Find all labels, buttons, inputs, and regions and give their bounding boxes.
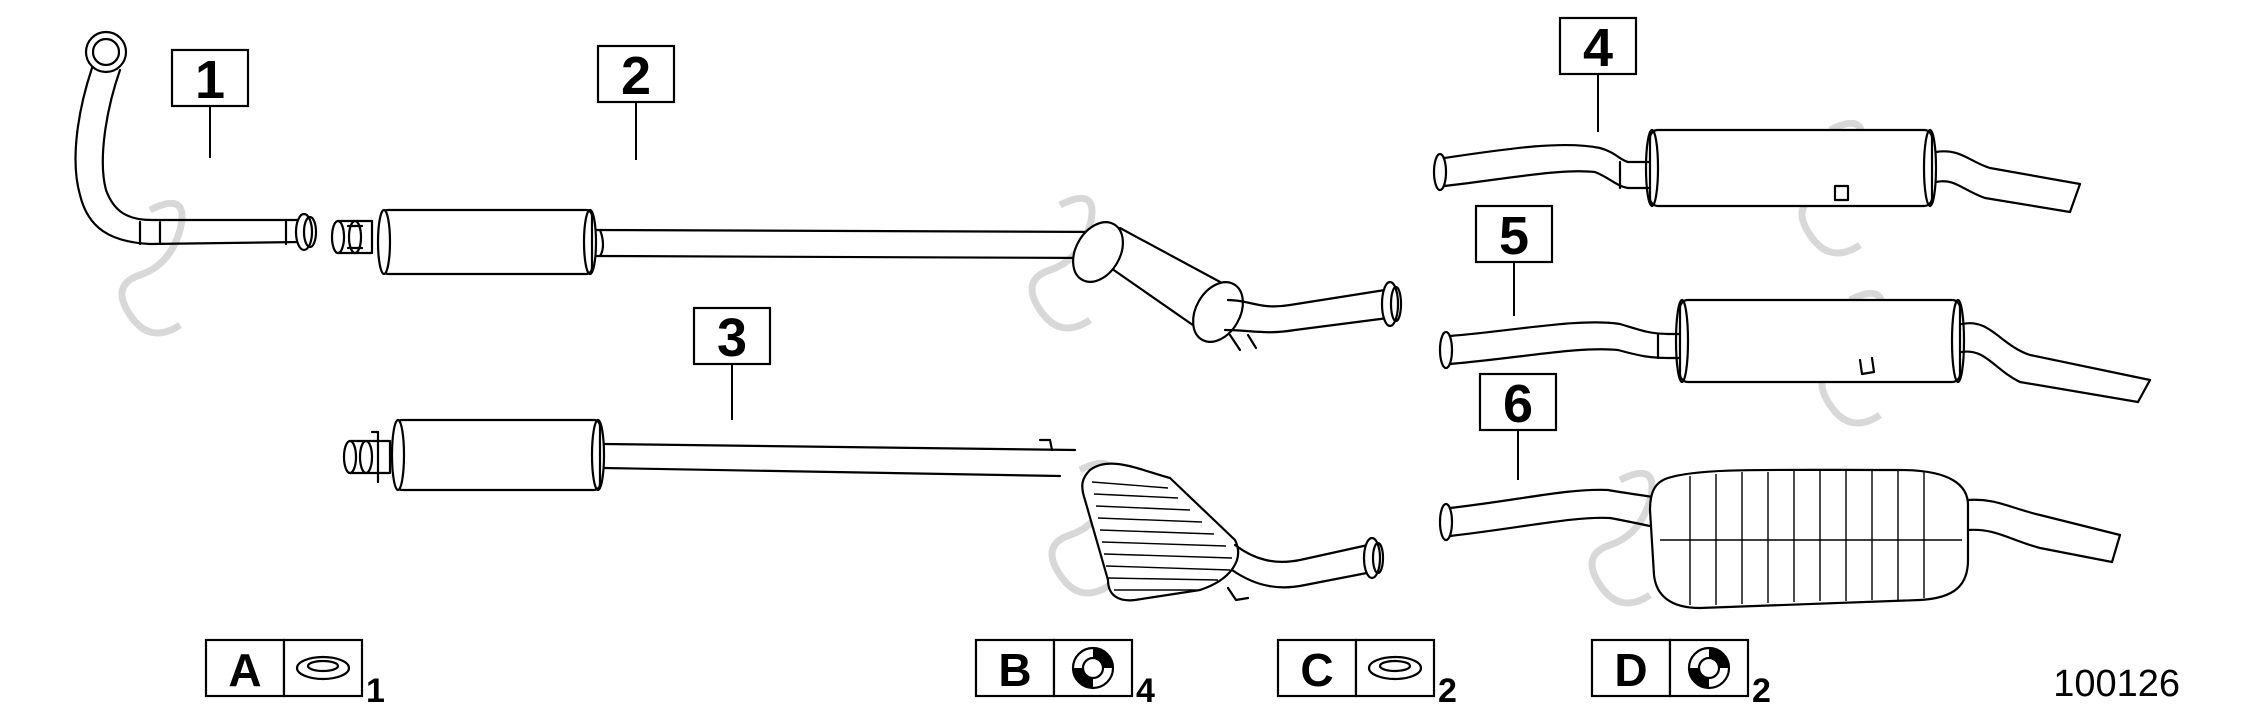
svg-text:4: 4 xyxy=(1583,18,1613,78)
gasket-ring-icon xyxy=(295,655,351,681)
legend-item-a: A 1 xyxy=(204,638,385,709)
svg-text:B: B xyxy=(998,644,1031,696)
part-3-center-pipe-catalyst xyxy=(342,418,1385,602)
legend-item-c: C 2 xyxy=(1276,638,1457,709)
svg-text:2: 2 xyxy=(1438,672,1457,709)
callout-4: 4 xyxy=(1558,16,1638,132)
muffler-ribs xyxy=(1660,470,1962,605)
legend-item-d: D 2 xyxy=(1590,638,1771,709)
seal-ring-icon xyxy=(1071,646,1115,690)
svg-text:6: 6 xyxy=(1503,374,1533,434)
svg-text:D: D xyxy=(1614,644,1647,696)
svg-text:3: 3 xyxy=(717,308,747,368)
part-4-rear-muffler xyxy=(1432,128,2082,214)
callout-2: 2 xyxy=(596,44,676,160)
svg-text:1: 1 xyxy=(195,50,225,110)
callout-3: 3 xyxy=(692,306,772,420)
svg-text:2: 2 xyxy=(1752,672,1771,709)
callout-5: 5 xyxy=(1474,204,1554,316)
svg-text:2: 2 xyxy=(621,46,651,106)
callout-1: 1 xyxy=(170,48,250,158)
callout-6: 6 xyxy=(1478,372,1558,480)
catalyst-ribs xyxy=(1091,481,1233,591)
watermark xyxy=(118,119,1886,607)
svg-text:C: C xyxy=(1300,644,1333,696)
seal-ring-icon xyxy=(1687,646,1731,690)
part-2-center-silencer xyxy=(330,208,1403,352)
svg-text:4: 4 xyxy=(1136,672,1155,709)
svg-text:1: 1 xyxy=(366,672,385,709)
diagram-id: 100126 xyxy=(2053,663,2180,705)
gasket-ring-icon xyxy=(1367,655,1423,681)
part-6-rear-muffler xyxy=(1438,468,2122,610)
part-1-front-pipe xyxy=(74,30,318,252)
svg-text:A: A xyxy=(228,644,261,696)
part-5-rear-muffler xyxy=(1438,298,2152,404)
legend-item-b: B 4 xyxy=(974,638,1155,709)
svg-text:5: 5 xyxy=(1499,206,1529,266)
